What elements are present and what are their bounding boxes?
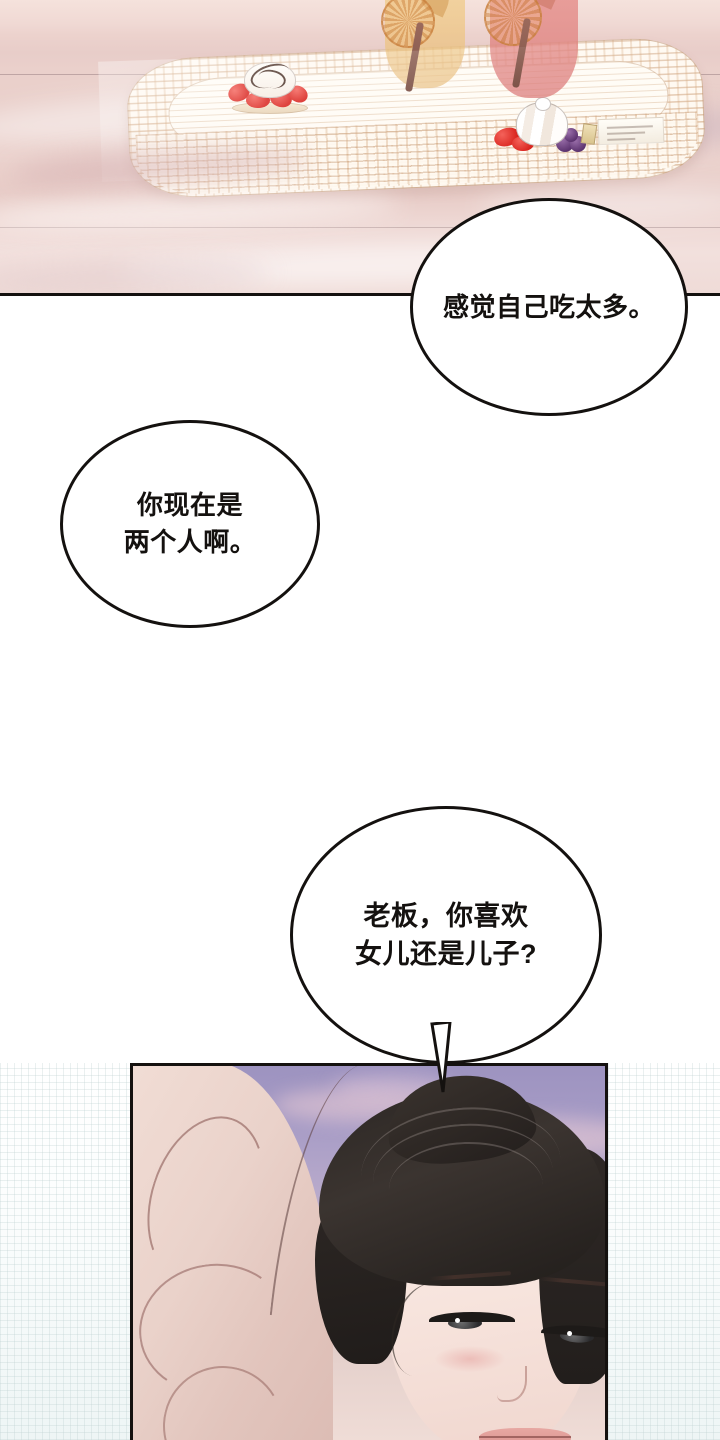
dessert-label-card: [597, 116, 665, 146]
water-reflection: [0, 256, 271, 293]
background-mosaic-right: [608, 1063, 720, 1440]
cream-fruit-dessert: [492, 97, 604, 158]
speech-bubble-3-text: 老板，你喜欢 女儿还是儿子?: [355, 900, 537, 969]
cocktail-amber: [381, 0, 465, 93]
background-mosaic-left: [0, 1063, 130, 1440]
cheek-blush: [435, 1346, 505, 1372]
speech-bubble-1: 感觉自己吃太多。: [410, 198, 688, 416]
orange-slice: [484, 0, 542, 46]
woman-face: [301, 1068, 605, 1440]
wafer-cookie: [580, 123, 598, 145]
orange-slice: [381, 0, 435, 48]
lips: [479, 1428, 571, 1440]
nose: [497, 1366, 527, 1402]
speech-bubble-3: 老板，你喜欢 女儿还是儿子?: [290, 806, 602, 1064]
cocktail-rose: [484, 0, 578, 98]
panel-bottom: [130, 1063, 608, 1440]
cream-swirl: [516, 97, 568, 146]
speech-bubble-2: 你现在是 两个人啊。: [60, 420, 320, 628]
speech-bubble-1-text: 感觉自己吃太多。: [442, 291, 655, 322]
panel-top: [0, 0, 720, 296]
eye-left: [429, 1312, 515, 1330]
eye-glint: [454, 1318, 460, 1323]
speech-bubble-tail-icon: [430, 1022, 452, 1093]
cream-dome: [244, 62, 296, 98]
table-edge-seam: [0, 227, 720, 228]
grape: [564, 128, 578, 142]
strawberry-cake: [222, 59, 312, 114]
cake-plate: [232, 102, 308, 114]
upper-lid: [429, 1312, 515, 1322]
speech-bubble-2-text: 你现在是 两个人啊。: [123, 490, 257, 557]
